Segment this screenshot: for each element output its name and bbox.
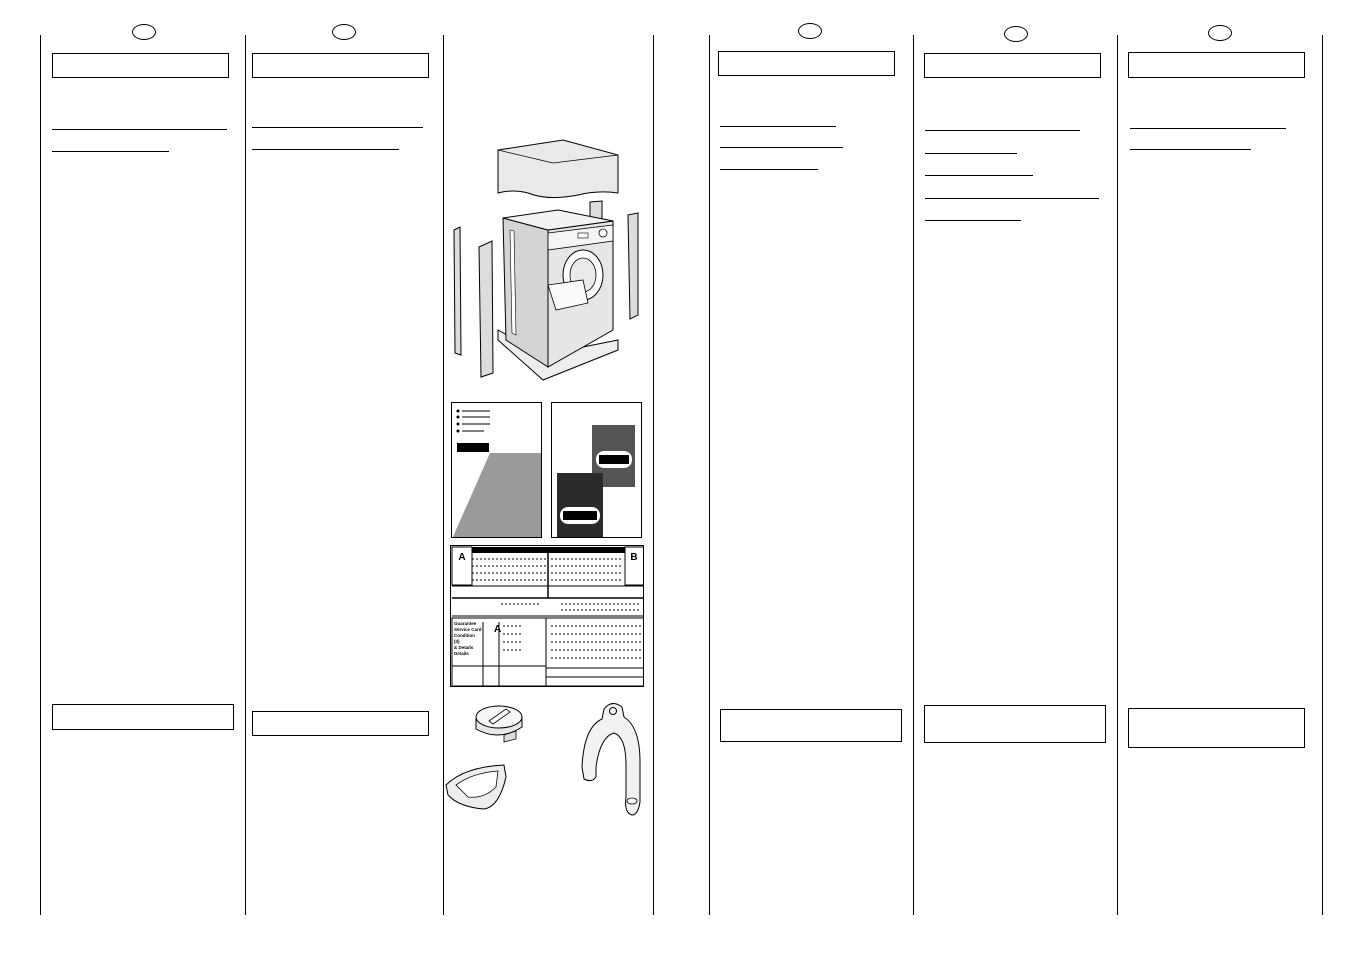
card-service-line: Guarantee [454, 621, 477, 626]
section-heading-box [52, 53, 229, 78]
washer-packaging-illustration [453, 139, 639, 381]
section-heading-box [1128, 708, 1305, 748]
card-service-line: Details [454, 651, 469, 656]
language-badge [132, 24, 156, 40]
card-letter-b: B [630, 552, 637, 563]
section-heading-box [252, 711, 429, 736]
language-badge [332, 24, 356, 40]
heading-underline [720, 169, 818, 170]
heading-underline [925, 175, 1033, 176]
heading-underline [720, 126, 836, 127]
column-divider [245, 35, 246, 915]
heading-underline [925, 198, 1099, 199]
language-badge [1208, 25, 1232, 41]
column-divider [40, 35, 41, 915]
heading-underline [925, 153, 1017, 154]
card-service-line: & Details [454, 645, 474, 650]
guarantee-card-icon: A B Guarantee Service Card Condition [451, 546, 643, 686]
section-heading-box [1128, 52, 1305, 78]
column-divider [913, 35, 914, 915]
column-divider [1322, 35, 1323, 915]
column-divider [443, 35, 444, 915]
instruction-booklet-illustration [451, 402, 542, 538]
energy-labels-illustration [551, 402, 642, 538]
card-service-line: Service Card [454, 627, 482, 632]
heading-underline [252, 149, 399, 150]
heading-underline [925, 220, 1021, 221]
column-divider [1117, 35, 1118, 915]
card-letter-a2: A [494, 624, 501, 635]
heading-underline [925, 130, 1080, 131]
heading-underline [52, 129, 227, 130]
section-heading-box [52, 704, 234, 730]
heading-underline [720, 147, 843, 148]
section-heading-box [924, 705, 1106, 743]
heading-underline [252, 127, 423, 128]
detergent-tray-icon [445, 764, 507, 810]
language-badge [1004, 26, 1028, 42]
column-divider [709, 35, 710, 915]
section-heading-box [924, 53, 1101, 78]
column-divider [653, 35, 654, 915]
section-heading-box [252, 53, 429, 78]
cap-icon [475, 705, 523, 743]
language-badge [798, 23, 822, 39]
heading-underline [1130, 149, 1251, 150]
section-heading-box [720, 709, 902, 742]
section-heading-box [718, 51, 895, 76]
heading-underline [1130, 128, 1286, 129]
card-service-line: (Il) [454, 639, 460, 644]
booklet-icon [452, 409, 541, 537]
accessories-illustration [445, 703, 641, 816]
heading-underline [52, 151, 169, 152]
card-service-line: Condition [454, 633, 475, 638]
card-letter-a: A [458, 552, 465, 563]
guarantee-card-illustration: A B Guarantee Service Card Condition [450, 545, 644, 687]
labels-icon [557, 425, 635, 537]
hose-bracket-icon [581, 703, 641, 816]
